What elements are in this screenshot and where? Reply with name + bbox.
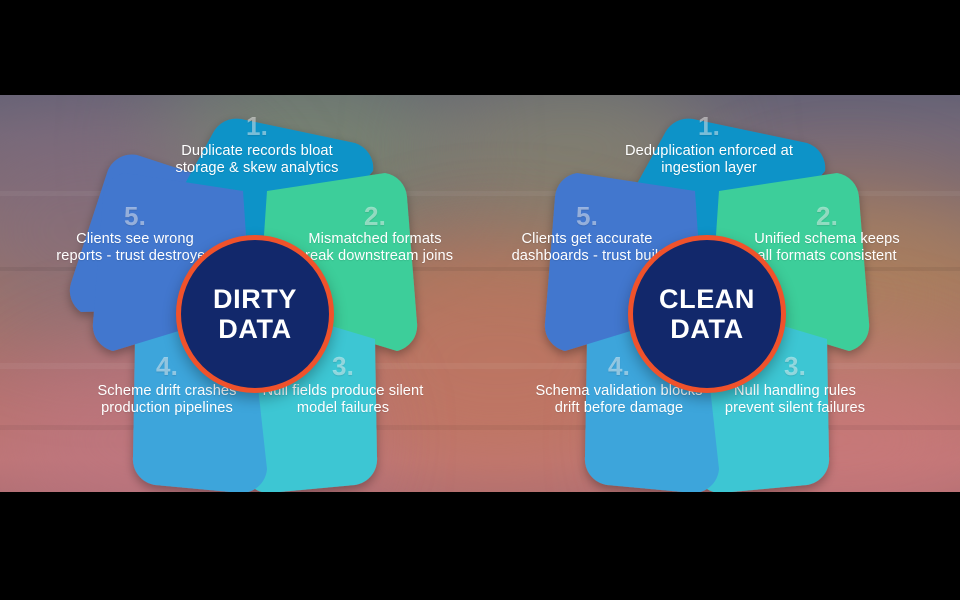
dirty-data-diagram: 1. Duplicate records bloat storage & ske… — [45, 95, 465, 495]
hub-title-line-1: DIRTY — [213, 283, 297, 314]
hub-title-line-1: CLEAN — [659, 283, 755, 314]
clean-data-hub[interactable]: CLEAN DATA — [628, 235, 786, 393]
letterbox-top — [0, 0, 960, 95]
backdrop-scanline-b — [0, 267, 960, 271]
clean-data-diagram: 1. Deduplication enforced at ingestion l… — [497, 95, 917, 495]
dirty-data-hub[interactable]: DIRTY DATA — [176, 235, 334, 393]
letterbox-bottom — [0, 492, 960, 600]
hub-title-line-2: DATA — [218, 314, 292, 344]
backdrop-scanline-c — [0, 363, 960, 369]
backdrop-scanline-d — [0, 425, 960, 430]
backdrop-scanline-a — [0, 191, 960, 196]
hub-title-line-2: DATA — [670, 314, 744, 344]
